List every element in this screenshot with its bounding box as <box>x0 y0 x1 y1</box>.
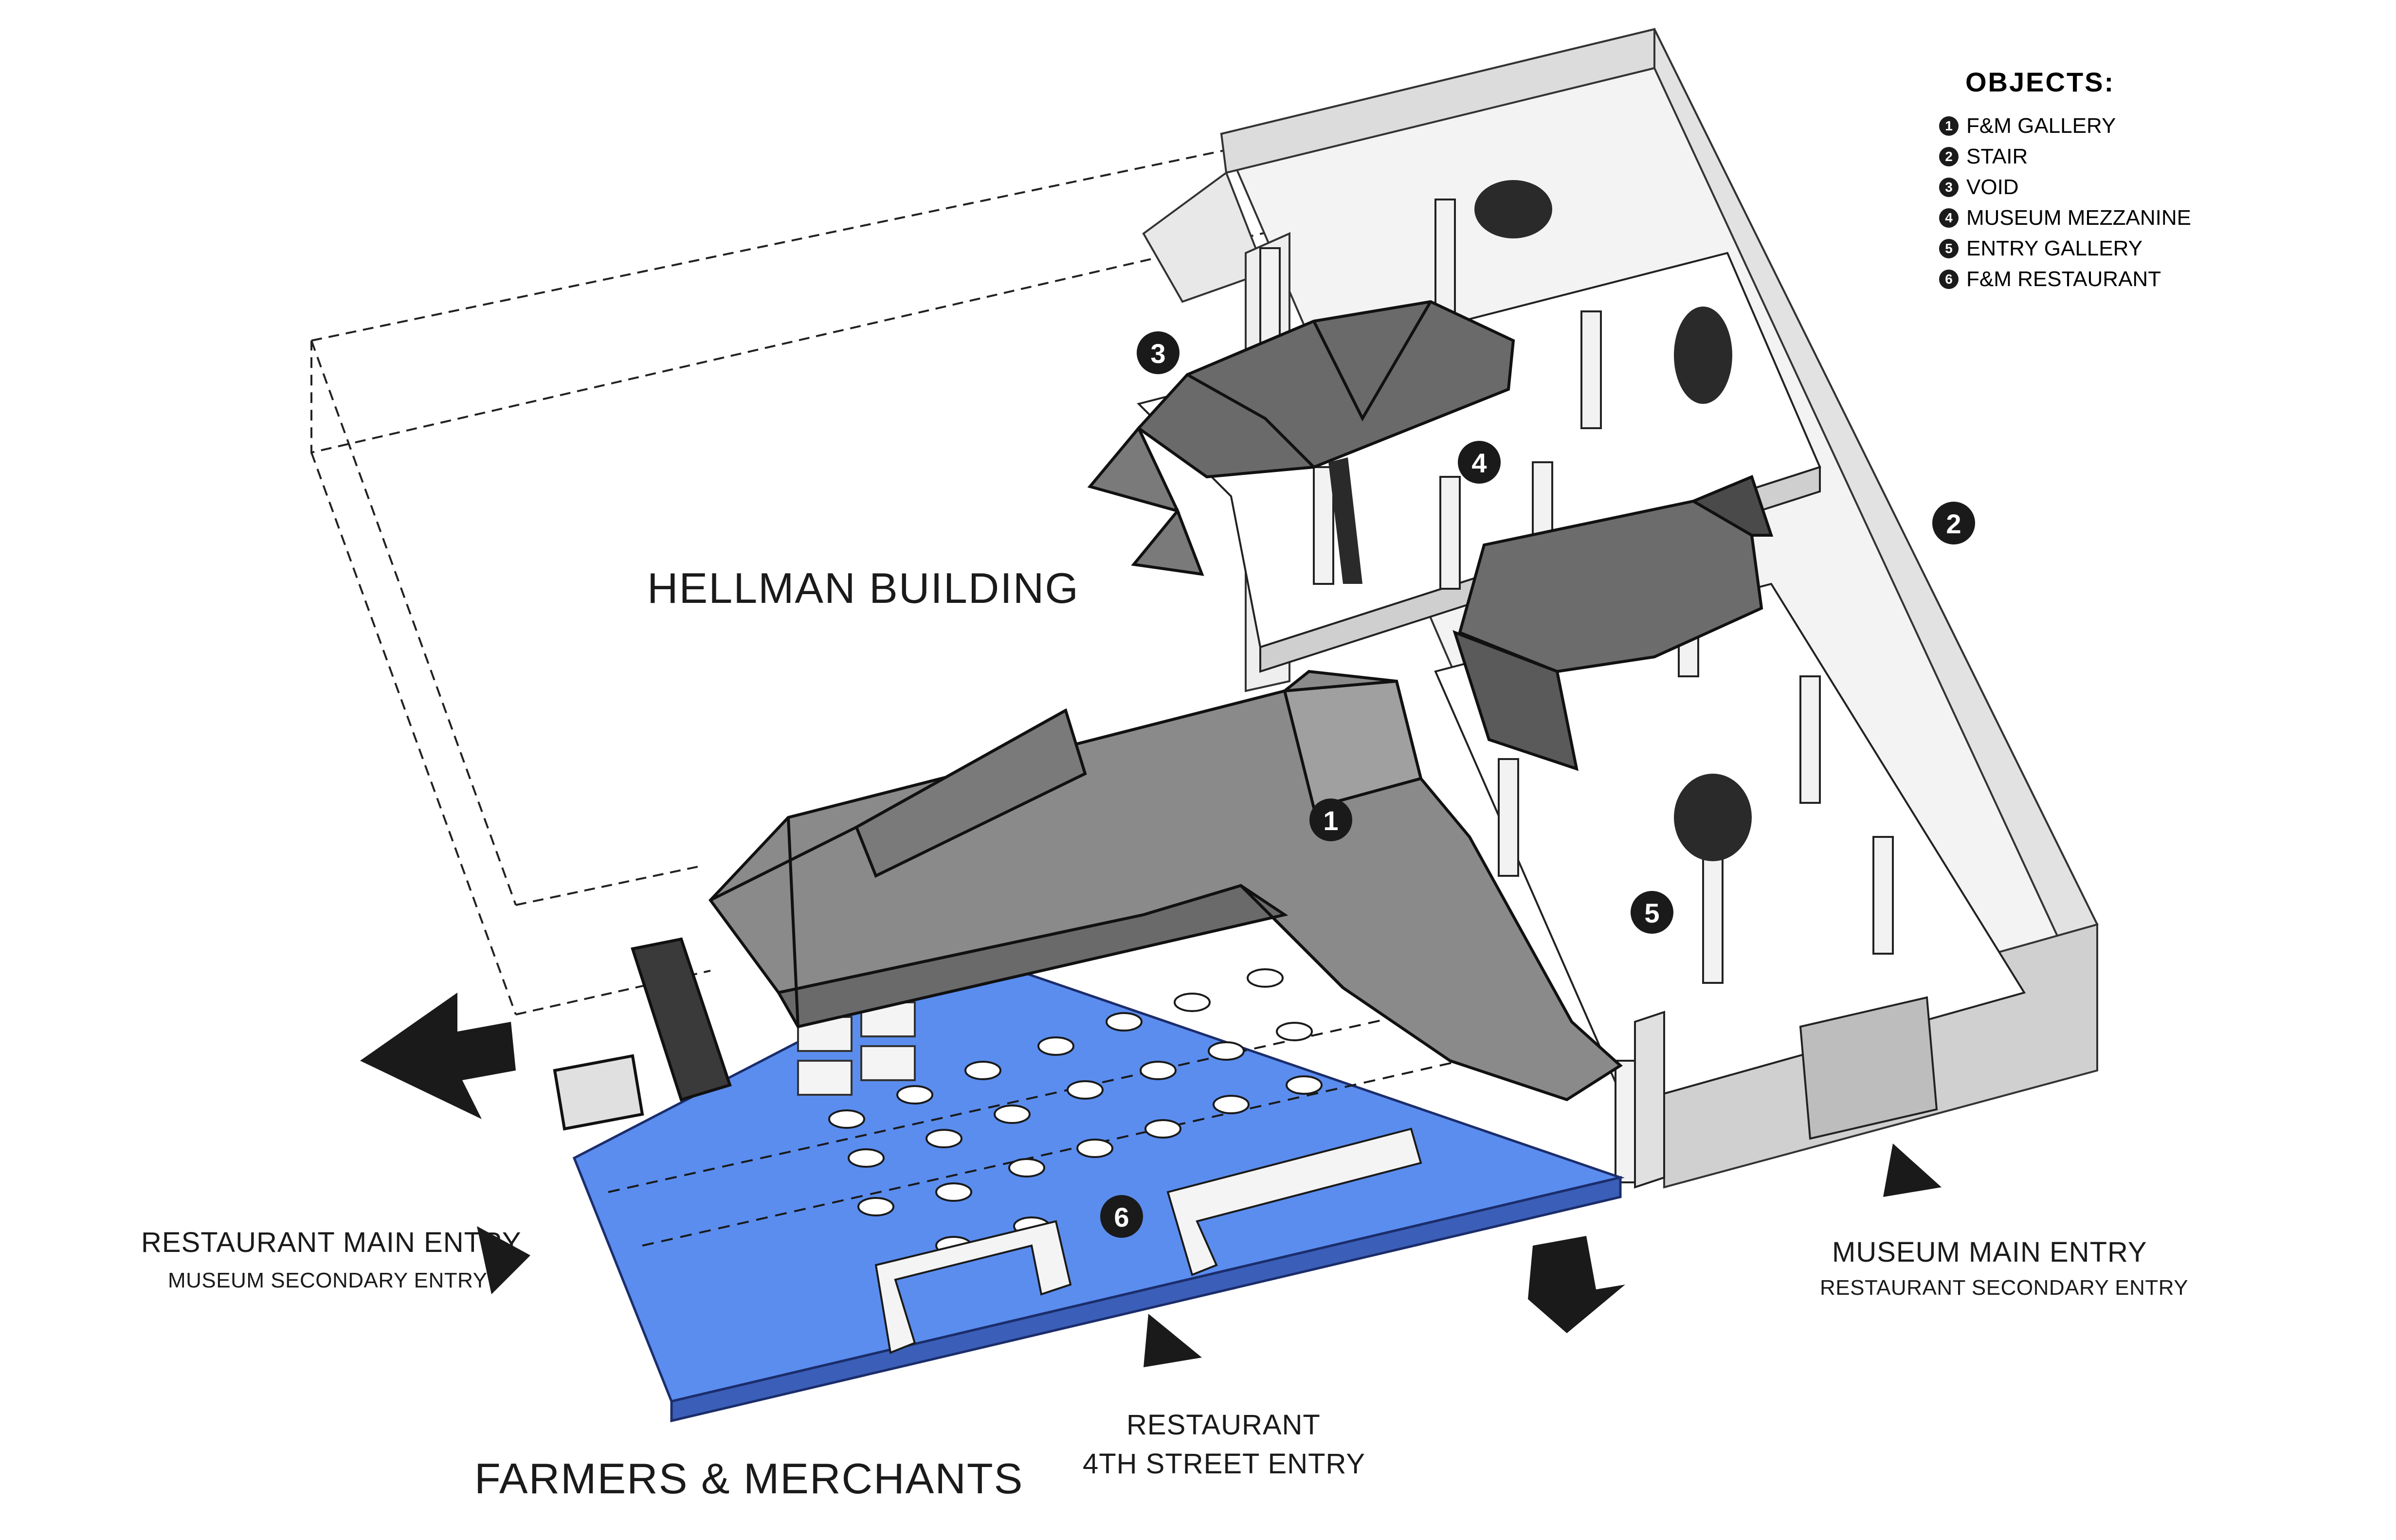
sculptures <box>1328 180 1752 861</box>
museum-entry-glazing <box>1634 996 1938 1189</box>
legend-number: 6 <box>1939 269 1959 289</box>
svg-text:5: 5 <box>1644 898 1659 928</box>
legend-number: 3 <box>1939 177 1959 197</box>
legend-item: 1 F&M GALLERY <box>1939 110 2191 141</box>
marker-2: 2 <box>1932 502 1975 544</box>
legend-number: 4 <box>1939 208 1959 228</box>
legend-number: 1 <box>1939 116 1959 136</box>
museum-secondary-entry-label: MUSEUM SECONDARY ENTRY <box>168 1268 488 1292</box>
svg-text:4: 4 <box>1471 448 1487 478</box>
legend-label: F&M RESTAURANT <box>1966 267 2161 291</box>
fm-gallery-object <box>708 670 1623 1102</box>
farmers-merchants-label: FARMERS & MERCHANTS <box>474 1454 1024 1503</box>
legend-label: F&M GALLERY <box>1966 113 2116 138</box>
legend-number: 5 <box>1939 238 1959 258</box>
entry-arrow-museum-main <box>1883 1143 1942 1197</box>
entry-arrow-restaurant-main <box>477 1226 530 1294</box>
entry-arrows <box>360 993 1942 1367</box>
restaurant-stair <box>553 937 732 1131</box>
objects-legend: OBJECTS: 1 F&M GALLERY 2 STAIR 3 VOID 4 … <box>1939 66 2191 294</box>
svg-text:1: 1 <box>1323 805 1338 836</box>
restaurant-main-entry-label: RESTAURANT MAIN ENTRY <box>141 1227 522 1258</box>
hellman-building-label: HELLMAN BUILDING <box>647 564 1079 612</box>
fourth-street-entry-label: 4TH STREET ENTRY <box>1083 1448 1366 1480</box>
booth-seating <box>874 1127 1422 1354</box>
stair-object <box>1452 474 1774 771</box>
legend-label: STAIR <box>1966 144 2028 168</box>
svg-text:2: 2 <box>1946 508 1961 539</box>
legend-item: 3 VOID <box>1939 172 2191 202</box>
legend-item: 4 MUSEUM MEZZANINE <box>1939 202 2191 233</box>
legend-label: ENTRY GALLERY <box>1966 236 2142 260</box>
marker-6: 6 <box>1100 1195 1143 1238</box>
legend-item: 6 F&M RESTAURANT <box>1939 264 2191 294</box>
svg-text:6: 6 <box>1114 1202 1129 1232</box>
number-markers: 1 2 3 4 5 6 <box>1100 331 1975 1238</box>
exit-arrow-down <box>1528 1236 1625 1333</box>
marker-4: 4 <box>1458 441 1501 484</box>
void-object <box>1087 300 1515 576</box>
legend-item: 2 STAIR <box>1939 141 2191 172</box>
restaurant-tables <box>828 968 1323 1255</box>
restaurant-secondary-entry-label: RESTAURANT SECONDARY ENTRY <box>1820 1276 2189 1300</box>
entry-arrow-4th-street <box>1144 1314 1202 1367</box>
svg-text:3: 3 <box>1150 338 1165 369</box>
marker-1: 1 <box>1309 798 1352 841</box>
marker-3: 3 <box>1137 331 1180 374</box>
legend-title: OBJECTS: <box>1965 67 2115 97</box>
legend-item: 5 ENTRY GALLERY <box>1939 233 2191 264</box>
exit-arrow-left <box>360 993 516 1119</box>
legend-label: MUSEUM MEZZANINE <box>1966 205 2191 230</box>
museum-main-entry-label: MUSEUM MAIN ENTRY <box>1832 1236 2147 1268</box>
legend-label: VOID <box>1966 175 2019 199</box>
marker-5: 5 <box>1631 891 1673 934</box>
legend-number: 2 <box>1939 146 1959 166</box>
restaurant-label: RESTAURANT <box>1126 1409 1321 1441</box>
